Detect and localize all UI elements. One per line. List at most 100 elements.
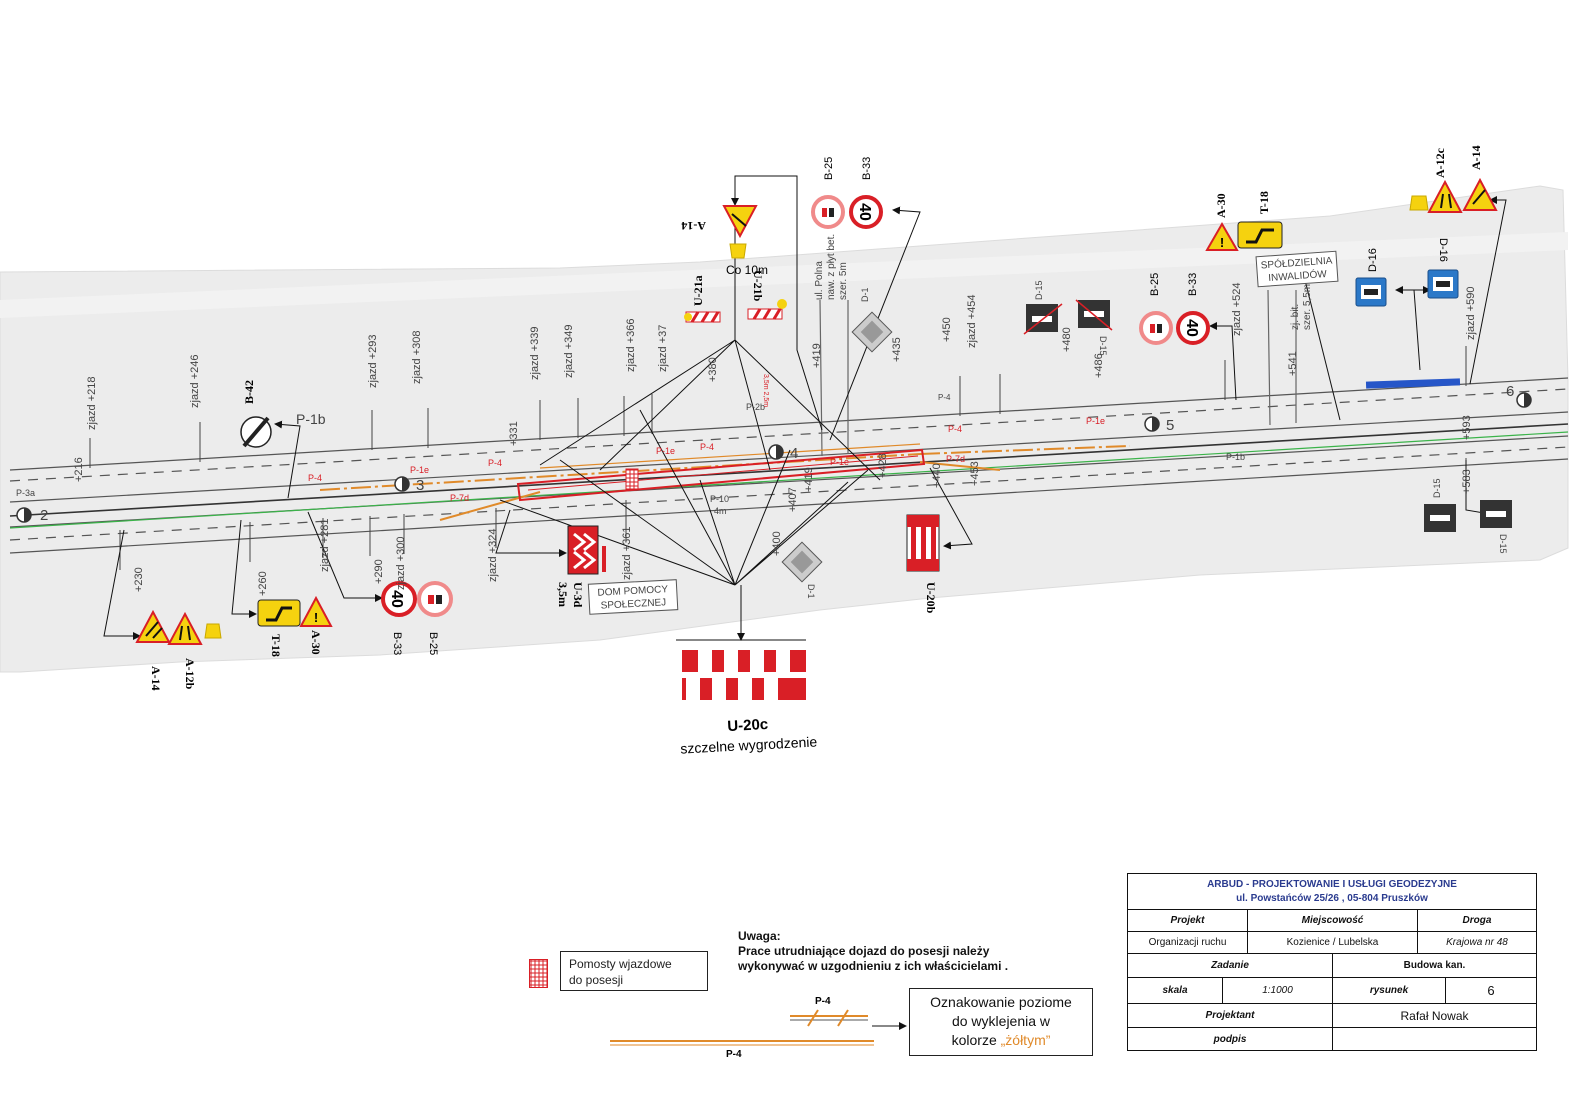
- p1b-top-label: P-1b: [296, 411, 326, 427]
- chainage-label: +450: [941, 317, 953, 342]
- b33-top-sign: 40: [849, 195, 883, 229]
- svg-text:40: 40: [388, 590, 405, 608]
- svg-text:40: 40: [856, 203, 873, 221]
- mark-p2b: P-2b: [746, 402, 765, 412]
- legend-p4-top: P-4: [815, 996, 831, 1007]
- u20b-barrier: [906, 514, 940, 572]
- svg-text:INWALIDÓW: INWALIDÓW: [1268, 267, 1328, 284]
- marking-line-2: do wyklejenia w: [951, 1013, 1051, 1029]
- svg-text:szer. 5m: szer. 5m: [838, 262, 849, 300]
- a12b-left-label: A-12b: [183, 658, 197, 690]
- svg-text:DOM POMOCY: DOM POMOCY: [597, 584, 668, 599]
- b33-left-sign: 40: [381, 581, 417, 617]
- b33-top-label: B-33: [861, 157, 873, 180]
- mark-p1e-c: P-1e: [830, 457, 849, 467]
- chainage-label: zjazd +590: [1465, 286, 1477, 340]
- a14-left-label: A-14: [149, 666, 163, 691]
- chainage-label: +419: [811, 343, 823, 368]
- tb-h-skala: skala: [1128, 978, 1223, 1003]
- mark-p10-w: 4m: [714, 506, 727, 516]
- access-platform-symbol: [625, 468, 639, 490]
- chainage-label: zjazd +218: [86, 376, 98, 430]
- chainage-label: +260: [257, 571, 269, 596]
- chainage-label: +435: [891, 337, 903, 362]
- u21a-label: U-21a: [691, 275, 705, 306]
- d15-sign-4: [1480, 500, 1512, 528]
- note-line-1: Prace utrudniające dojazd do posesji nal…: [738, 944, 990, 958]
- chainage-label: +290: [373, 559, 385, 584]
- road-centerline: [9, 431, 1569, 529]
- chainage-label: zjazd +281: [319, 518, 331, 572]
- chainage-label: zjazd +454: [966, 294, 978, 348]
- tb-v-rysunek: 6: [1487, 983, 1495, 998]
- road-lines: [9, 289, 1569, 554]
- tb-h-miejscowosc: Miejscowość: [1248, 910, 1418, 931]
- chainage-label: +419: [803, 467, 815, 492]
- d15-sign-1: [1023, 303, 1063, 335]
- d15-1-label: D-15: [1034, 280, 1044, 300]
- u21b-label: U-21b: [751, 270, 765, 302]
- tb-v-projektant: Rafał Nowak: [1400, 1008, 1469, 1023]
- svg-text:40: 40: [1183, 319, 1200, 337]
- chainage-label: zjazd +349: [563, 324, 575, 378]
- t18-left-sign: [257, 599, 301, 627]
- b25-left-sign: [417, 581, 453, 617]
- svg-text:ul. Polna: ul. Polna: [814, 261, 825, 300]
- b25-top-sign: [811, 195, 845, 229]
- tb-values-row: Organizacji ruchu Kozienice / Lubelska K…: [1128, 932, 1536, 954]
- tb-scale-row: skala 1:1000 rysunek 6: [1128, 978, 1536, 1004]
- side-road-right-text: zj. bit. szer. 5,5m: [1290, 284, 1313, 330]
- a30-right-label: A-30: [1214, 193, 1228, 218]
- u20c-desc: szczelne wygrodzenie: [680, 733, 818, 756]
- d15-2-label: D-15: [1098, 336, 1108, 356]
- a14-left-sign: [135, 609, 171, 643]
- tb-header-row: Projekt Miejscowość Droga: [1128, 910, 1536, 932]
- d1-bottom-label: D-1: [806, 584, 816, 599]
- marking-line-3: kolorze „żółtym”: [951, 1032, 1051, 1048]
- svg-text:!: !: [1220, 235, 1224, 250]
- chainage-label: zjazd +366: [625, 318, 637, 372]
- mark-p4-b: P-4: [488, 458, 502, 468]
- work-zone: [516, 448, 926, 502]
- point-4: 4: [790, 445, 798, 462]
- tb-h-zadanie: Zadanie: [1128, 954, 1333, 977]
- b25-top-label: B-25: [823, 157, 835, 180]
- leader-lines: [103, 175, 1507, 641]
- yellow-light-top: [729, 243, 747, 259]
- chainage-label: +407: [787, 487, 799, 512]
- marking-legend-box: Oznakowanie poziome do wyklejenia w kolo…: [909, 988, 1093, 1056]
- chainage-label: zjazd +300: [395, 536, 407, 590]
- tb-h-projektant: Projektant: [1128, 1004, 1333, 1027]
- point-2: 2: [40, 507, 48, 524]
- u3d-label: U-3d: [571, 582, 585, 608]
- tb-company-row: ARBUD - PROJEKTOWANIE I USŁUGI GEODEZYJN…: [1128, 874, 1536, 910]
- mark-p4-c: P-4: [700, 442, 714, 452]
- chainage-label: +428: [877, 453, 889, 478]
- u21b-sign: [747, 299, 787, 320]
- a30-right-sign: !: [1205, 221, 1239, 251]
- d16-sign-2: [1427, 269, 1459, 299]
- access-platform-legend: Pomosty wjazdowe do posesji: [560, 951, 708, 991]
- d15-sign-2: [1075, 299, 1113, 331]
- chainage-label: +331: [508, 421, 520, 446]
- legend-p4-bottom: P-4: [726, 1049, 742, 1060]
- legend-line-2: do posesji: [569, 973, 624, 987]
- a14-right-sign: [1462, 177, 1498, 211]
- tb-h-droga: Droga: [1462, 915, 1492, 926]
- b25-right-sign: [1139, 311, 1173, 345]
- tb-zadanie-row: Zadanie Budowa kan.: [1128, 954, 1536, 978]
- d15-4-label: D-15: [1498, 534, 1508, 554]
- t18-right-sign: [1237, 221, 1283, 249]
- u20b-label: U-20b: [924, 582, 938, 614]
- mark-p4-d: P-4: [948, 424, 962, 434]
- tb-h-projekt: Projekt: [1128, 910, 1248, 931]
- chainage-label: +380: [707, 357, 719, 382]
- svg-text:szer. 5,5m: szer. 5,5m: [1302, 284, 1313, 330]
- chainage-label: zjazd +339: [529, 326, 541, 380]
- tb-v-miejscowosc: Kozienice / Lubelska: [1248, 932, 1418, 953]
- note-title: Uwaga:: [738, 929, 781, 943]
- point-3: 3: [416, 477, 424, 494]
- chainage-label: +541: [1287, 351, 1299, 376]
